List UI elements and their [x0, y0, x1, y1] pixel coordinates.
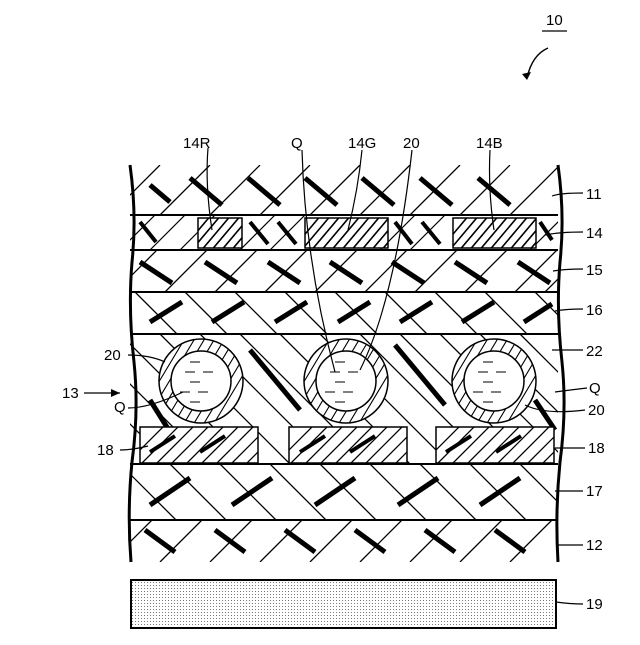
label-18-left: 18 [97, 442, 114, 459]
layer-19 [131, 580, 556, 628]
arrow-13-head [111, 389, 120, 397]
label-20-left: 20 [104, 347, 121, 364]
label-Q-right: Q [589, 380, 601, 397]
label-17: 17 [586, 483, 603, 500]
label-12: 12 [586, 537, 603, 554]
label-14G: 14G [348, 135, 376, 152]
label-18-right: 18 [588, 440, 605, 457]
label-14B: 14B [476, 135, 503, 152]
label-16: 16 [586, 302, 603, 319]
label-14R: 14R [183, 135, 211, 152]
label-22: 22 [586, 343, 603, 360]
label-Q-top: Q [291, 135, 303, 152]
label-20-right: 20 [588, 402, 605, 419]
label-19: 19 [586, 596, 603, 613]
label-15: 15 [586, 262, 603, 279]
figure-arrowhead [522, 72, 531, 80]
label-20-top: 20 [403, 135, 420, 152]
label-Q-left: Q [114, 399, 126, 416]
label-13: 13 [62, 385, 79, 402]
label-14: 14 [586, 225, 603, 242]
label-11: 11 [586, 186, 602, 203]
figure-number: 10 [546, 12, 563, 29]
